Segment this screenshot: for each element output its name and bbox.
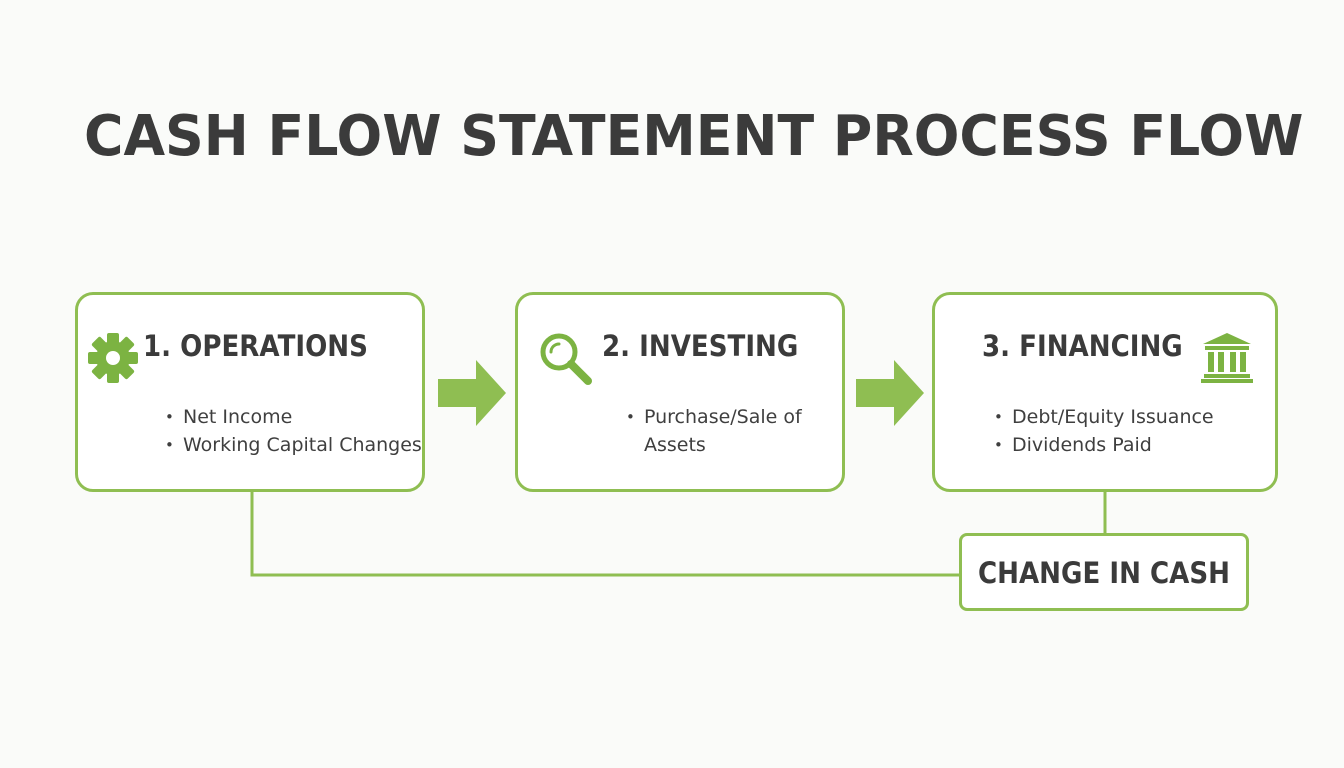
magnifier-icon	[540, 333, 592, 385]
step-title-operations: 1. OPERATIONS	[143, 329, 368, 363]
bank-icon	[1201, 333, 1253, 383]
diagram-title: CASH FLOW STATEMENT PROCESS FLOW	[84, 104, 1304, 169]
list-item: Dividends Paid	[994, 431, 1214, 459]
investing-bullet-list: Purchase/Sale of Assets	[626, 403, 804, 459]
list-item: Working Capital Changes	[165, 431, 422, 459]
list-item: Debt/Equity Issuance	[994, 403, 1214, 431]
list-item: Net Income	[165, 403, 422, 431]
step-investing-box: 2. INVESTING Purchase/Sale of Assets	[515, 292, 845, 492]
step-operations-box: 1. OPERATIONS Net Income Working Capital…	[75, 292, 425, 492]
step-title-investing: 2. INVESTING	[602, 329, 799, 363]
change-in-cash-box: CHANGE IN CASH	[959, 533, 1249, 611]
right-arrow-icon	[856, 360, 924, 426]
gear-icon	[88, 333, 138, 383]
right-arrow-icon	[438, 360, 506, 426]
financing-bullet-list: Debt/Equity Issuance Dividends Paid	[994, 403, 1214, 459]
operations-bullet-list: Net Income Working Capital Changes	[165, 403, 422, 459]
change-in-cash-label: CHANGE IN CASH	[977, 556, 1231, 590]
step-financing-box: 3. FINANCING Debt/Equity Issuance Divide…	[932, 292, 1278, 492]
step-title-financing: 3. FINANCING	[982, 329, 1183, 363]
list-item: Purchase/Sale of Assets	[626, 403, 804, 459]
operations-to-result-connector	[250, 490, 961, 577]
